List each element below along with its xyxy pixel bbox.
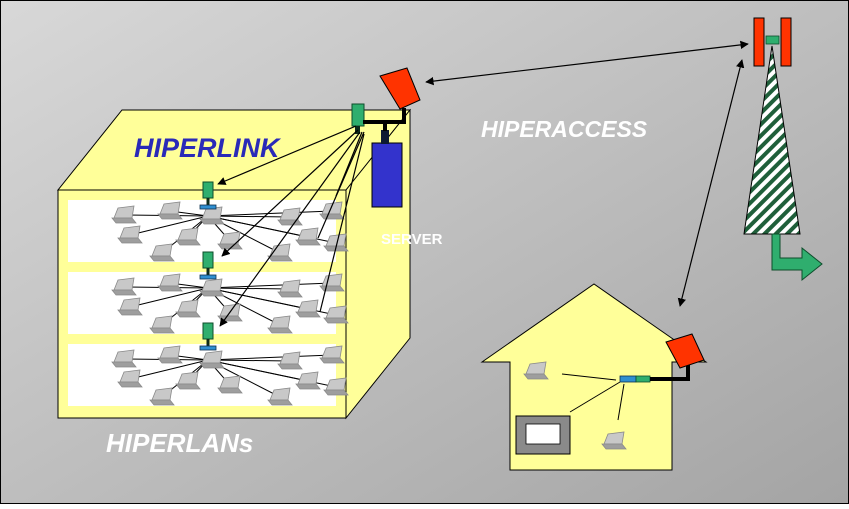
- home-dish-icon: [665, 333, 705, 369]
- lan-link: [207, 282, 333, 289]
- office-building: [56, 108, 412, 420]
- hiperlink-links: [217, 125, 365, 327]
- radio-tower-icon: [743, 17, 823, 282]
- lan-link: [129, 359, 209, 380]
- hiperaccess-links: [425, 40, 749, 307]
- server-label: SERVER: [381, 231, 443, 248]
- lan-link: [207, 359, 291, 362]
- hiperaccess-arrow: [425, 40, 749, 86]
- hiperlan-floors: [111, 201, 349, 406]
- lan-link: [129, 215, 209, 236]
- hiperlans-label: HIPERLANs: [106, 428, 253, 458]
- satellite-dish-icon: [379, 67, 421, 124]
- hiperaccess-arrow: [677, 59, 745, 307]
- server-icon: [363, 120, 403, 208]
- lan-link: [207, 287, 291, 290]
- lan-link: [207, 354, 333, 361]
- house: [480, 283, 708, 471]
- hiperlink-label: HIPERLINK: [134, 133, 282, 163]
- hiperlink-arrow: [219, 131, 361, 327]
- monitor-icon: [515, 415, 571, 455]
- home-access-point-icon: [619, 375, 637, 383]
- lan-link: [207, 215, 291, 218]
- home-lan-links: [561, 373, 625, 421]
- lan-link: [207, 210, 333, 217]
- hiperlink-arrow: [221, 129, 359, 257]
- uplink-arrow-icon: [771, 233, 823, 282]
- hiperlink-line: [317, 131, 365, 239]
- hiperaccess-label: HIPERACCESS: [481, 116, 648, 142]
- lan-link: [129, 287, 209, 308]
- hiperlink-line: [319, 133, 365, 313]
- hiperlink-arrow: [217, 125, 357, 185]
